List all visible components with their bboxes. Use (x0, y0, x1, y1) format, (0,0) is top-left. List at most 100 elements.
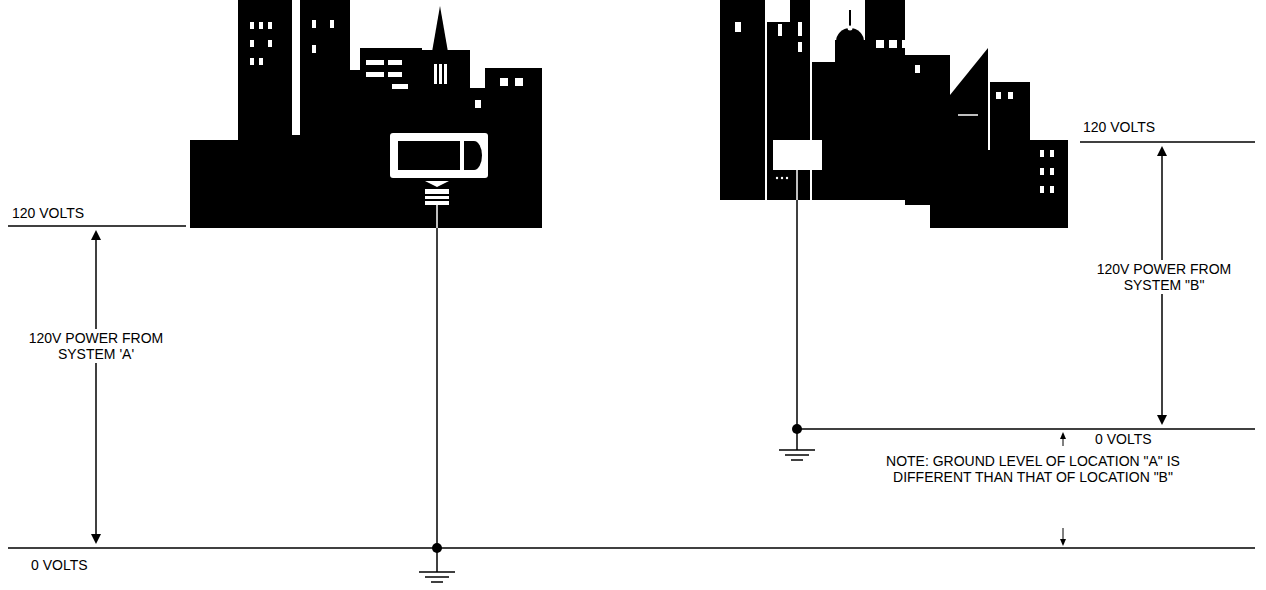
window (366, 60, 384, 65)
level-line (8, 547, 1255, 549)
window (1040, 168, 1044, 175)
building-dome (836, 28, 864, 56)
building (812, 62, 835, 200)
window (515, 78, 523, 86)
voltage-label: 120 VOLTS (1083, 119, 1155, 135)
arrow-head (1157, 146, 1167, 156)
annotation-text: NOTE: GROUND LEVEL OF LOCATION "A" IS DI… (863, 453, 1203, 485)
building (835, 40, 865, 200)
plug-tip (425, 181, 449, 187)
ground-symbol (419, 571, 455, 573)
annotation-text: 120V POWER FROM SYSTEM "B" (1089, 260, 1239, 294)
level-line (8, 225, 186, 227)
window (500, 78, 508, 86)
device-screen (398, 141, 460, 170)
window (1050, 168, 1054, 175)
window (268, 22, 272, 29)
level-line (1080, 141, 1255, 143)
window (996, 92, 1001, 99)
device (773, 140, 822, 170)
window (268, 40, 272, 47)
window (434, 64, 437, 84)
window (902, 40, 910, 48)
window (889, 40, 897, 48)
window (1008, 92, 1013, 99)
junction-dot (432, 543, 442, 553)
building (485, 68, 542, 228)
voltage-label: 0 VOLTS (31, 557, 88, 573)
building (865, 0, 905, 200)
arrow-head (91, 230, 101, 240)
window (259, 58, 263, 65)
building (350, 70, 360, 228)
junction-dot (792, 424, 802, 434)
window (798, 42, 802, 52)
ground-symbol (785, 454, 809, 456)
wire (796, 170, 798, 200)
device-dot (776, 177, 778, 179)
building (720, 0, 765, 200)
window (330, 20, 334, 28)
plug (425, 189, 449, 205)
window (388, 72, 402, 77)
voltage-label: 120 VOLTS (12, 205, 84, 221)
arrow-head (1060, 432, 1066, 439)
device-dot (786, 177, 788, 179)
window (439, 64, 442, 84)
window (1050, 150, 1054, 157)
dimension-arrow (95, 238, 97, 536)
arrow-head (91, 534, 101, 544)
building (300, 0, 350, 228)
window (250, 40, 254, 47)
device (390, 133, 488, 178)
city-a (190, 0, 542, 228)
window (778, 24, 782, 36)
ground-symbol (791, 459, 803, 461)
window (848, 26, 853, 31)
ground-symbol (779, 449, 815, 451)
window (250, 58, 254, 65)
window (798, 22, 802, 36)
wiring (8, 142, 1255, 582)
annotation-text: 120V POWER FROM SYSTEM 'A' (21, 329, 171, 363)
note-arrow (1063, 438, 1064, 446)
ground-symbol (425, 576, 449, 578)
window (735, 22, 741, 32)
building-spire (432, 6, 448, 52)
building (990, 82, 1030, 228)
window (915, 65, 920, 73)
wire (796, 200, 798, 450)
window (958, 114, 978, 116)
window (366, 72, 384, 77)
window (312, 45, 316, 53)
wire (436, 205, 438, 228)
arrow-head (1060, 539, 1066, 546)
window (876, 40, 884, 48)
window (312, 20, 316, 28)
building (767, 22, 790, 200)
plug-stripe (425, 199, 449, 201)
window (1050, 186, 1054, 193)
device-dot (781, 177, 783, 179)
window (1040, 150, 1044, 157)
arrow-head (1157, 415, 1167, 425)
window (259, 22, 263, 29)
city-b (720, 0, 1068, 228)
window (475, 100, 481, 108)
voltage-label: 0 VOLTS (1095, 431, 1152, 447)
note-arrow (1063, 528, 1064, 540)
device-knob (464, 141, 482, 170)
window (392, 84, 408, 89)
window (1040, 186, 1044, 193)
building (190, 140, 238, 228)
building (292, 135, 300, 228)
building (950, 48, 988, 205)
plug-stripe (425, 194, 449, 196)
window (444, 64, 447, 84)
wire (436, 228, 438, 572)
level-line (797, 428, 1255, 430)
ground-symbol (431, 581, 443, 583)
building (1030, 140, 1068, 228)
